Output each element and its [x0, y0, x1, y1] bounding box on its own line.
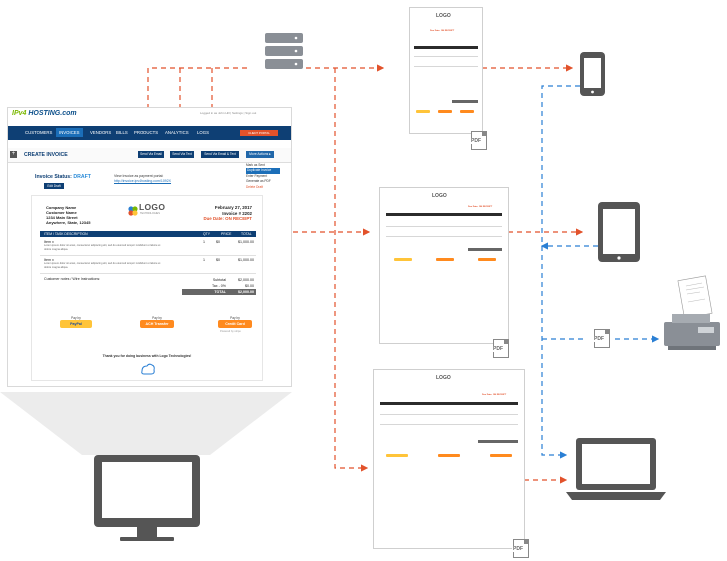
incoming-flow-lines	[540, 85, 660, 459]
send-text-button[interactable]: Send Via Text	[170, 151, 194, 158]
totals-block: Subtotal$2,000.00 Tax - 0%$0.00 TOTAL$2,…	[182, 277, 256, 295]
laptop-icon	[566, 438, 666, 500]
portal-note: View Invoice as payment portal: http://i…	[114, 174, 172, 183]
menu-enter-payment[interactable]: Enter Payment	[246, 173, 268, 178]
preview-logo: LOGO	[436, 13, 451, 19]
preview-logo: LOGO	[432, 193, 447, 199]
preview-due: Due Date: ON RECEIPT	[430, 30, 455, 32]
company-logo: LOGO TECHNOLOGIES	[128, 202, 165, 221]
add-icon[interactable]: +	[10, 151, 17, 158]
portal-link[interactable]: http://invoice.ipv4hosting.com/1092X	[114, 179, 172, 183]
nav-logs[interactable]: LOGS	[197, 130, 209, 135]
preview-due: Due Date: ON RECEIPT	[482, 394, 507, 396]
phone-icon	[580, 52, 605, 96]
nav-vendors[interactable]: VENDORS	[90, 130, 112, 135]
tablet-icon	[598, 202, 640, 262]
menu-delete-draft[interactable]: Delete Draft	[246, 184, 264, 189]
invoice-preview-tablet: LOGO Due Date: ON RECEIPT	[380, 188, 508, 343]
credit-card-button[interactable]: Credit Card	[218, 320, 252, 328]
more-actions-menu: Mark as Sent Duplicate Invoice Enter Pay…	[246, 163, 280, 190]
divider	[40, 255, 256, 256]
status-badge: DRAFT	[73, 174, 91, 180]
preview-table-header	[414, 46, 478, 49]
menu-duplicate[interactable]: Duplicate Invoice	[246, 168, 280, 174]
pay-by-label: Pay by	[152, 316, 162, 320]
edit-draft-button[interactable]: Edit Draft	[44, 183, 64, 189]
main-nav: CUSTOMERS INVOICES VENDORS BILLS PRODUCT…	[8, 126, 291, 140]
invoice-card: Company Name Customer Name 1234 Main Str…	[32, 196, 262, 380]
pdf-file-icon: PDF	[492, 340, 508, 357]
page-title: CREATE INVOICE	[24, 152, 68, 158]
menu-generate-pdf[interactable]: Generate as PDF	[246, 179, 271, 184]
items-table-header: ITEM / TASK DESCRIPTION QTY PRICE TOTAL	[40, 231, 256, 237]
client-portal-button[interactable]: CLIENT PORTAL	[240, 130, 278, 136]
nav-bills[interactable]: BILLS	[116, 130, 128, 135]
more-actions-button[interactable]: More Actions ▸	[246, 151, 274, 158]
logo-mark-icon	[128, 206, 138, 216]
invoice-status: Invoice Status: DRAFT	[35, 174, 91, 180]
app-window: IPv4 HOSTING.com Logged in as John Hill …	[8, 108, 291, 386]
send-email-text-button[interactable]: Send Via Email & Text	[201, 151, 239, 158]
preview-table-header	[386, 213, 502, 216]
pdf-file-icon: PDF	[593, 330, 609, 347]
footer-logo-icon	[141, 363, 155, 375]
nav-analytics[interactable]: ANALYTICS	[165, 130, 189, 135]
pdf-file-icon: PDF	[470, 132, 486, 149]
monitor-icon	[94, 455, 200, 541]
invoice-meta: February 27, 2017 Invoice # 2202 Due Dat…	[203, 205, 252, 222]
nav-invoices[interactable]: INVOICES	[56, 128, 83, 137]
pay-by-label: Pay by	[230, 316, 240, 320]
top-links[interactable]: Logged in as John Hill | Settings | Sign…	[200, 111, 257, 115]
bill-to-block: Company Name Customer Name 1234 Main Str…	[46, 205, 91, 225]
preview-logo: LOGO	[436, 375, 451, 381]
send-email-button[interactable]: Send Via Email	[138, 151, 164, 158]
pay-by-label: Pay by	[71, 316, 81, 320]
server-icon	[265, 33, 303, 69]
nav-customers[interactable]: CUSTOMERS	[25, 130, 53, 135]
nav-products[interactable]: PRODUCTS	[134, 130, 159, 135]
invoice-preview-laptop: LOGO Due Date: ON RECEIPT	[374, 370, 524, 548]
brand-logo: IPv4 HOSTING.com	[12, 110, 77, 117]
paypal-button[interactable]: PayPal	[60, 320, 92, 328]
preview-table-header	[380, 402, 518, 405]
invoice-preview-phone: LOGO Due Date: ON RECEIPT	[410, 8, 482, 133]
fax-icon	[664, 275, 720, 350]
divider	[40, 273, 256, 274]
pdf-file-icon: PDF	[512, 540, 528, 557]
ach-transfer-button[interactable]: ACH Transfer	[140, 320, 174, 328]
preview-due: Due Date: ON RECEIPT	[468, 206, 493, 208]
thank-you-note: Thank you for doing business with Logo T…	[102, 354, 192, 358]
customer-notes-label: Customer notes / Wire Instructions:	[44, 277, 101, 281]
page-toolbar: + CREATE INVOICE Send Via Email Send Via…	[8, 148, 291, 163]
powered-by-stripe: Powered by stripe	[220, 330, 241, 333]
menu-mark-sent[interactable]: Mark as Sent	[246, 163, 265, 167]
projection-cone	[0, 392, 292, 455]
